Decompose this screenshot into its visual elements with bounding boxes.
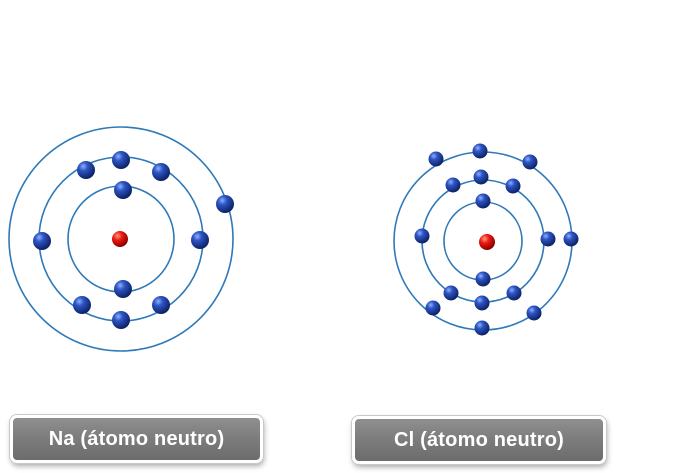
electron [445, 177, 461, 193]
electron [414, 228, 430, 244]
electron [152, 296, 170, 314]
na-label-text: Na (átomo neutro) [48, 427, 225, 450]
electron [112, 311, 130, 329]
electron [526, 305, 542, 321]
cl-atom [393, 143, 579, 336]
electron [506, 285, 522, 301]
electron [475, 193, 491, 209]
electron [114, 181, 132, 199]
cl-nucleus [479, 234, 495, 250]
electron [473, 169, 489, 185]
electron [563, 231, 579, 247]
electron [33, 232, 51, 250]
na-atom [8, 126, 234, 352]
electron [216, 195, 234, 213]
electron [475, 271, 491, 287]
electron [474, 295, 490, 311]
electron [191, 231, 209, 249]
na-electrons [33, 151, 234, 329]
na-label-box: Na (átomo neutro) [10, 415, 263, 463]
electron [472, 143, 488, 159]
electron [443, 285, 459, 301]
electron [428, 151, 444, 167]
electron [112, 151, 130, 169]
electron [152, 163, 170, 181]
cl-electrons [414, 143, 579, 336]
cl-label-text: Cl (átomo neutro) [393, 428, 565, 451]
na-shell-3-orbit [8, 126, 234, 352]
electron [114, 280, 132, 298]
electron [77, 161, 95, 179]
na-nucleus [112, 231, 128, 247]
electron [505, 178, 521, 194]
electron [540, 231, 556, 247]
electron [425, 300, 441, 316]
electron [73, 296, 91, 314]
electron [474, 320, 490, 336]
electron [522, 154, 538, 170]
cl-label-box: Cl (átomo neutro) [352, 416, 606, 464]
